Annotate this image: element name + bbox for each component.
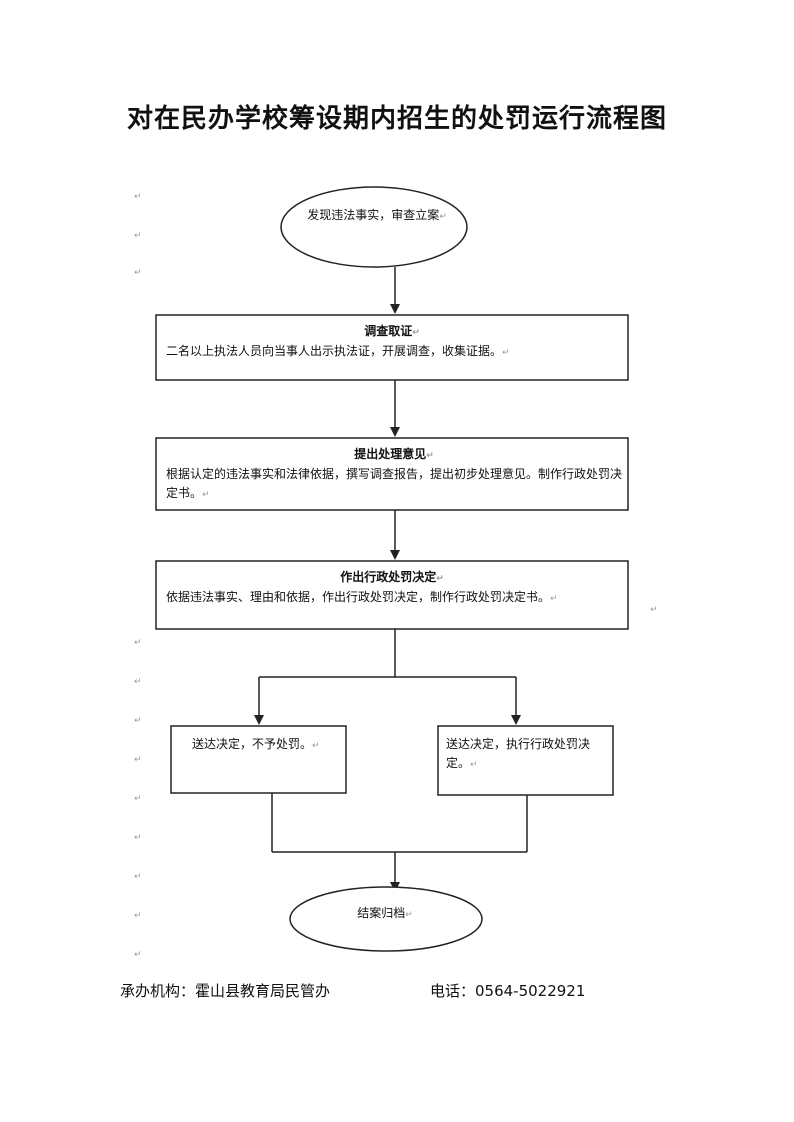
paragraph-mark: ↵ [312, 741, 320, 751]
start-node-label: 发现违法事实，审查立案 [307, 208, 440, 222]
step-decision-body: 依据违法事实、理由和依据，作出行政处罚决定，制作行政处罚决定书。 [166, 590, 551, 604]
step-investigation: 调查取证↵ 二名以上执法人员向当事人出示执法证，开展调查，收集证据。↵ [166, 322, 618, 363]
branch-execute-penalty-label: 送达决定，执行行政处罚决定。 [446, 737, 591, 770]
paragraph-mark: ↵ [436, 574, 444, 584]
paragraph-mark: ↵ [202, 490, 210, 500]
step-investigation-body: 二名以上执法人员向当事人出示执法证，开展调查，收集证据。 [166, 344, 503, 358]
paragraph-mark: ↵ [134, 638, 142, 648]
paragraph-mark: ↵ [650, 605, 658, 615]
end-node: 结案归档↵ [330, 904, 440, 925]
paragraph-mark: ↵ [134, 872, 142, 882]
paragraph-mark: ↵ [134, 755, 142, 765]
paragraph-mark: ↵ [134, 192, 142, 202]
step-decision-heading: 作出行政处罚决定↵ [340, 570, 444, 584]
paragraph-mark: ↵ [134, 268, 142, 278]
step-opinion-heading: 提出处理意见↵ [354, 447, 434, 461]
paragraph-mark: ↵ [134, 794, 142, 804]
step-opinion-body: 根据认定的违法事实和法律依据，撰写调查报告，提出初步处理意见。制作行政处罚决定书… [166, 467, 623, 500]
branch-execute-penalty-shape [437, 725, 614, 796]
branch-no-penalty: 送达决定，不予处罚。↵ [192, 735, 342, 756]
arrow-head-step2 [390, 427, 400, 437]
paragraph-mark: ↵ [405, 910, 413, 920]
page-title: 对在民办学校筹设期内招生的处罚运行流程图 [126, 104, 667, 134]
paragraph-mark: ↵ [502, 348, 510, 358]
step-decision-shape [155, 560, 629, 630]
paragraph-mark: ↵ [134, 231, 142, 241]
paragraph-mark: ↵ [426, 451, 434, 461]
arrow-head-right-branch [511, 715, 521, 725]
arrow-head-left-branch [254, 715, 264, 725]
paragraph-mark: ↵ [134, 950, 142, 960]
step-opinion-shape [155, 437, 629, 511]
paragraph-mark: ↵ [134, 677, 142, 687]
arrow-head-step1 [390, 304, 400, 314]
step-opinion: 提出处理意见↵ 根据认定的违法事实和法律依据，撰写调查报告，提出初步处理意见。制… [166, 445, 622, 505]
paragraph-mark: ↵ [470, 760, 478, 770]
end-node-label: 结案归档 [357, 906, 406, 920]
footer-phone: 电话：0564-5022921 [430, 982, 586, 1000]
arrow-head-step3 [390, 550, 400, 560]
start-node: 发现违法事实，审查立案↵ [294, 206, 460, 227]
paragraph-mark: ↵ [134, 716, 142, 726]
step-investigation-shape [155, 314, 629, 381]
paragraph-mark: ↵ [439, 212, 447, 222]
paragraph-mark: ↵ [412, 328, 420, 338]
start-node-shape [280, 186, 468, 268]
end-node-shape [289, 886, 483, 952]
footer-agency: 承办机构：霍山县教育局民管办 [120, 982, 331, 1000]
branch-execute-penalty: 送达决定，执行行政处罚决定。↵ [446, 735, 608, 775]
paragraph-mark: ↵ [134, 833, 142, 843]
branch-no-penalty-shape [170, 725, 347, 794]
branch-no-penalty-label: 送达决定，不予处罚。 [192, 737, 313, 751]
step-decision: 作出行政处罚决定↵ 依据违法事实、理由和依据，作出行政处罚决定，制作行政处罚决定… [166, 568, 618, 609]
paragraph-mark: ↵ [134, 911, 142, 921]
paragraph-mark: ↵ [550, 594, 558, 604]
step-investigation-heading: 调查取证↵ [364, 324, 420, 338]
